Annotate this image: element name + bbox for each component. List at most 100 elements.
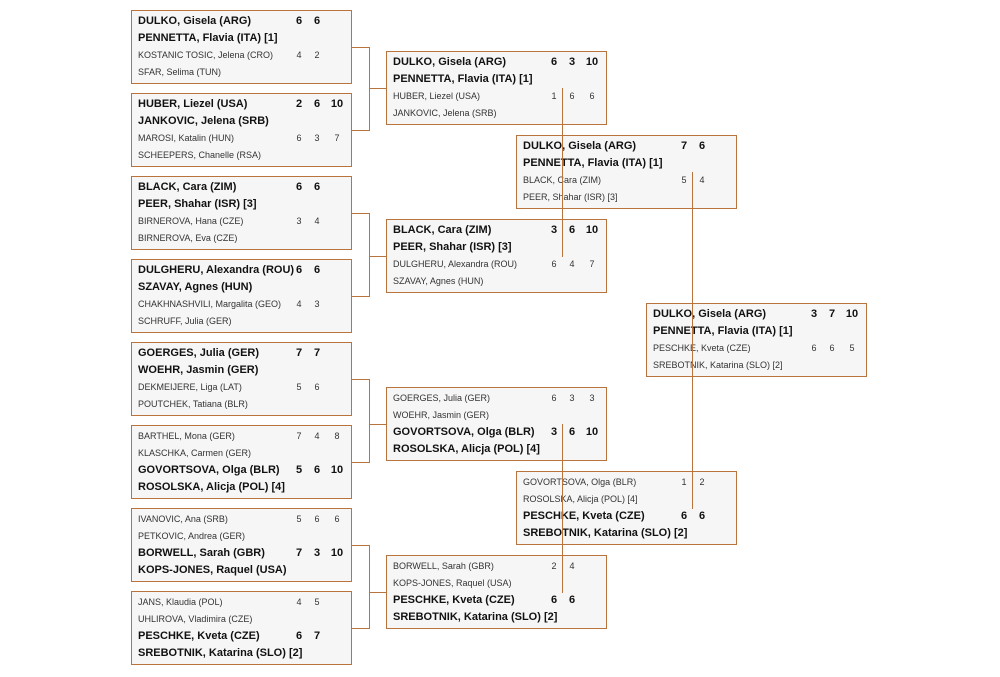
winning-team-player: PENNETTA, Flavia (ITA) [1] — [523, 155, 730, 172]
player-name: SREBOTNIK, Katarina (SLO) [2] — [523, 527, 688, 539]
player-name: KLASCHKA, Carmen (GER) — [138, 448, 252, 458]
set-score: 7 — [589, 259, 595, 269]
player-name: GOVORTSOVA, Olga (BLR) — [393, 426, 535, 438]
set-score: 6 — [568, 426, 576, 438]
player-name: SREBOTNIK, Katarina (SLO) [2] — [138, 647, 303, 659]
winning-team-player: WOEHR, Jasmin (GER) — [138, 362, 345, 379]
set-score: 5 — [314, 597, 320, 607]
set-score: 10 — [585, 426, 599, 438]
set-score: 6 — [334, 514, 340, 524]
set-score: 6 — [313, 98, 321, 110]
bracket-connector-line — [352, 213, 369, 214]
set-score: 6 — [313, 181, 321, 193]
bracket-connector-line — [369, 47, 370, 131]
set-score: 4 — [569, 259, 575, 269]
losing-team-player: UHLIROVA, Vladimira (CZE) — [138, 611, 345, 628]
player-name: WOEHR, Jasmin (GER) — [393, 410, 490, 420]
set-score: 6 — [313, 464, 321, 476]
set-score: 6 — [568, 594, 576, 606]
player-name: DULKO, Gisela (ARG) — [393, 56, 507, 68]
losing-team-player: PEER, Shahar (ISR) [3] — [523, 189, 730, 206]
player-name: KOSTANIC TOSIC, Jelena (CRO) — [138, 50, 274, 60]
player-name: JANS, Klaudia (POL) — [138, 597, 223, 607]
player-name: KOPS-JONES, Raquel (USA) — [138, 564, 287, 576]
winning-team-player: JANKOVIC, Jelena (SRB) — [138, 113, 345, 130]
set-score: 6 — [313, 264, 321, 276]
losing-team-player: POUTCHEK, Tatiana (BLR) — [138, 396, 345, 413]
set-score: 6 — [589, 91, 595, 101]
player-name: PETKOVIC, Andrea (GER) — [138, 531, 246, 541]
losing-team-player: ROSOLSKA, Alicja (POL) [4] — [523, 491, 730, 508]
winning-team-player: SREBOTNIK, Katarina (SLO) [2] — [393, 609, 600, 626]
bracket-connector-line — [352, 462, 369, 463]
player-name: PESCHKE, Kveta (CZE) — [138, 630, 260, 642]
player-name: SZAVAY, Agnes (HUN) — [138, 281, 253, 293]
player-name: BORWELL, Sarah (GBR) — [138, 547, 265, 559]
set-score: 4 — [296, 299, 302, 309]
set-score: 10 — [330, 547, 344, 559]
losing-team-player: SFAR, Selima (TUN) — [138, 64, 345, 81]
bracket-connector-line — [352, 628, 369, 629]
player-name: ROSOLSKA, Alicja (POL) [4] — [393, 443, 540, 455]
winning-team-player: ROSOLSKA, Alicja (POL) [4] — [138, 479, 345, 496]
set-score: 6 — [829, 343, 835, 353]
bracket-connector-line — [369, 545, 370, 629]
losing-team-player: BIRNEROVA, Eva (CZE) — [138, 230, 345, 247]
bracket-connector-line — [369, 213, 370, 297]
set-score: 6 — [680, 510, 688, 522]
set-score: 4 — [314, 216, 320, 226]
winning-team-player: SZAVAY, Agnes (HUN) — [138, 279, 345, 296]
set-score: 8 — [334, 431, 340, 441]
set-score: 6 — [313, 15, 321, 27]
set-score: 6 — [296, 133, 302, 143]
player-name: HUBER, Liezel (USA) — [393, 91, 481, 101]
set-score: 6 — [551, 393, 557, 403]
set-score: 3 — [550, 224, 558, 236]
set-score: 3 — [550, 426, 558, 438]
player-name: ROSOLSKA, Alicja (POL) [4] — [138, 481, 285, 493]
set-score: 10 — [845, 308, 859, 320]
player-name: SCHEEPERS, Chanelle (RSA) — [138, 150, 262, 160]
winning-team-player: PENNETTA, Flavia (ITA) [1] — [393, 71, 600, 88]
player-name: BARTHEL, Mona (GER) — [138, 431, 235, 441]
set-score: 10 — [585, 56, 599, 68]
set-score: 4 — [314, 431, 320, 441]
player-name: PENNETTA, Flavia (ITA) [1] — [653, 325, 793, 337]
set-score: 5 — [296, 514, 302, 524]
set-score: 7 — [313, 630, 321, 642]
player-name: UHLIROVA, Vladimira (CZE) — [138, 614, 253, 624]
set-score: 2 — [699, 477, 705, 487]
player-name: PEER, Shahar (ISR) [3] — [393, 241, 512, 253]
player-name: SFAR, Selima (TUN) — [138, 67, 222, 77]
set-score: 3 — [314, 133, 320, 143]
set-score: 10 — [330, 464, 344, 476]
player-name: KOPS-JONES, Raquel (USA) — [393, 578, 512, 588]
losing-team-player: WOEHR, Jasmin (GER) — [393, 407, 600, 424]
player-name: PESCHKE, Kveta (CZE) — [393, 594, 515, 606]
set-score: 6 — [295, 181, 303, 193]
player-name: POUTCHEK, Tatiana (BLR) — [138, 399, 248, 409]
